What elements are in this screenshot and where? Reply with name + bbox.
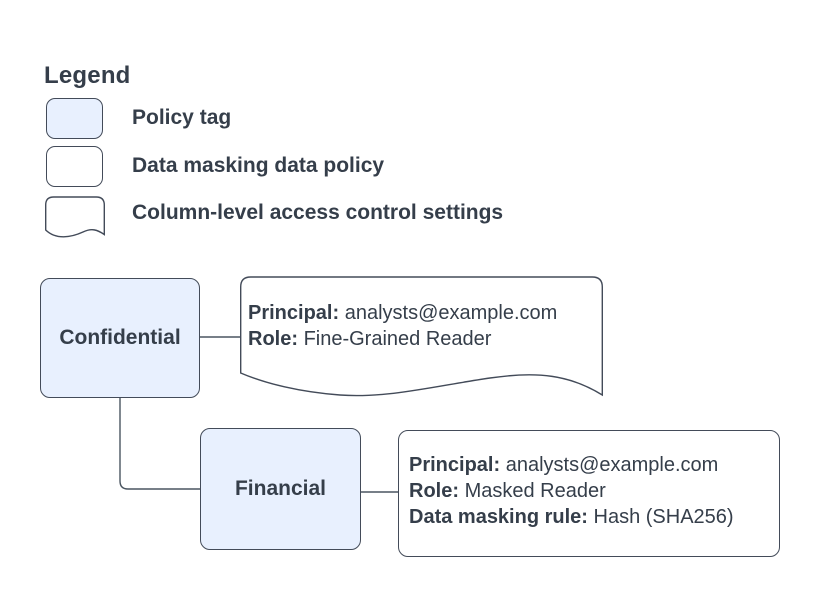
wave-shape	[240, 276, 603, 397]
access-control-swatch	[45, 196, 105, 238]
note-line: Principal: analysts@example.com	[248, 302, 558, 324]
node-label: Confidential	[59, 326, 181, 349]
note-line: Data masking rule: Hash (SHA256)	[409, 506, 734, 528]
wave-shape	[45, 196, 105, 238]
data-policy-note-text: Principal: analysts@example.com Role: Ma…	[409, 452, 734, 530]
node-financial: Financial	[200, 428, 361, 550]
note-access-control	[240, 276, 603, 397]
note-line: Role: Masked Reader	[409, 480, 606, 502]
legend-item-label: Data masking data policy	[132, 154, 385, 177]
node-confidential: Confidential	[40, 278, 200, 398]
legend-title: Legend	[44, 62, 131, 89]
note-line: Principal: analysts@example.com	[409, 454, 719, 476]
connector-confidential-to-financial	[119, 398, 200, 490]
policy-tag-swatch	[46, 98, 103, 139]
node-label: Financial	[234, 477, 327, 500]
legend-item-label: Policy tag	[132, 106, 232, 129]
legend-item-label: Column-level access control settings	[132, 201, 504, 224]
note-line: Role: Fine-Grained Reader	[248, 328, 492, 350]
note-data-policy	[398, 430, 780, 557]
data-masking-policy-swatch	[46, 146, 103, 187]
access-control-note-text: Principal: analysts@example.com Role: Fi…	[248, 300, 557, 352]
